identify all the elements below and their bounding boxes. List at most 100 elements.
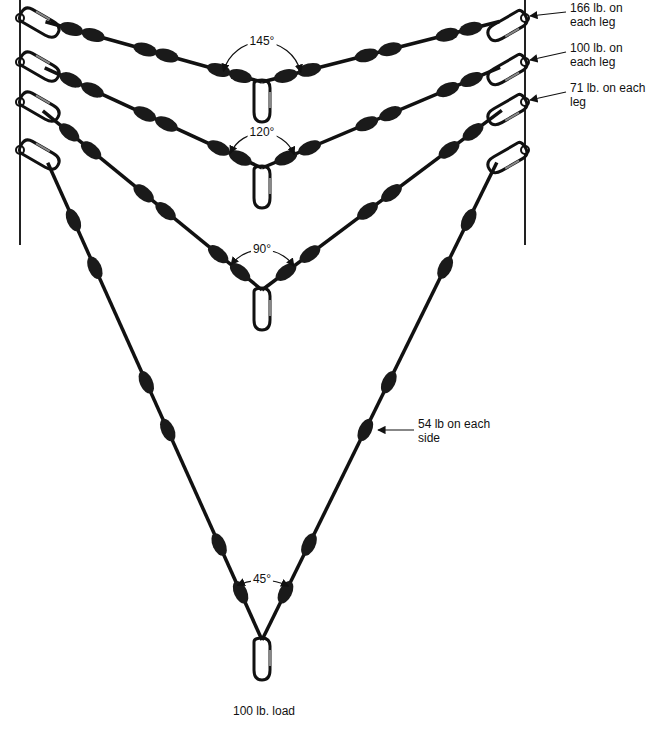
sling-stitching: [298, 531, 320, 558]
carabiner-body: [485, 93, 529, 128]
sling-leg: [262, 67, 500, 168]
carabiner-body: [18, 49, 62, 84]
right-wall: [524, 0, 526, 245]
sling-stitching: [458, 69, 485, 90]
left-wall: [19, 0, 21, 245]
sling-stitching: [274, 579, 296, 606]
sling: [16, 49, 529, 208]
sling-stitching: [56, 120, 83, 145]
sling-stitching: [458, 206, 480, 233]
carabiner-body: [254, 638, 270, 680]
sling-stitching: [434, 79, 461, 100]
sling: [16, 5, 529, 122]
sling-stitching: [152, 199, 179, 224]
sling-stitching: [227, 259, 254, 284]
sling-stitching: [84, 254, 106, 281]
leg-load-label: 71 lb. on each leg: [570, 82, 646, 110]
sling-stitching: [80, 26, 107, 45]
carabiner-gate: [36, 11, 50, 19]
anchor-carabiner: [18, 137, 62, 172]
carabiner-gate: [269, 300, 271, 316]
sling-stitching: [153, 113, 180, 135]
leader-arrow: [530, 12, 566, 16]
carabiner-gate: [269, 650, 271, 666]
carabiner-body: [485, 9, 529, 44]
sling-stitching: [354, 416, 376, 443]
carabiner-gate: [269, 92, 271, 108]
carabiner-gate: [505, 29, 519, 37]
sling-stitching: [132, 40, 159, 59]
sling: [16, 137, 529, 680]
anchor-carabiner: [18, 49, 62, 84]
leader-arrow: [530, 92, 566, 100]
load-carabiner: [254, 80, 270, 122]
sling-stitching: [377, 40, 403, 59]
angle-label: 45°: [251, 573, 273, 587]
carabiner-body: [254, 288, 270, 330]
carabiner-gate: [505, 73, 519, 81]
carabiner-gate: [36, 95, 50, 103]
sling-stitching: [205, 60, 232, 79]
carabiner-body: [254, 80, 270, 122]
angle-label: 120°: [248, 126, 277, 140]
leader-arrow: [530, 52, 566, 60]
carabiner-gate: [36, 55, 50, 63]
sling-stitching: [227, 147, 254, 169]
sling-stitching: [377, 103, 404, 124]
anchor-carabiner: [485, 93, 529, 128]
sling-leg: [262, 163, 497, 640]
angle-label: 145°: [248, 35, 277, 49]
carabiner-body: [254, 166, 270, 208]
sling-stitching: [57, 69, 84, 91]
sling-stitching: [273, 67, 299, 86]
sling-stitching: [230, 579, 252, 606]
sling-stitching: [78, 138, 105, 163]
sling-stitching: [272, 260, 299, 285]
carabiner-gate: [269, 178, 271, 194]
sling-stitching: [296, 137, 323, 158]
sling-stitching: [353, 46, 379, 65]
sling-stitching: [205, 242, 232, 267]
sling-stitching: [434, 254, 456, 281]
load-carabiner: [254, 638, 270, 680]
carabiner-gate: [36, 143, 50, 151]
sling-stitching: [157, 416, 179, 443]
sling: [16, 89, 529, 330]
sling-stitching: [460, 120, 487, 145]
sling-stitching: [436, 138, 463, 163]
anchor-carabiner: [485, 9, 529, 44]
sling-stitching: [58, 20, 85, 39]
sling-stitching: [153, 46, 180, 65]
sling-leg: [262, 110, 502, 290]
sling-stitching: [79, 79, 106, 101]
sling-stitching: [378, 181, 405, 206]
load-carabiner: [254, 288, 270, 330]
sling-stitching: [205, 137, 232, 159]
sling-stitching: [135, 369, 157, 396]
sling-leg: [48, 163, 262, 640]
sling-stitching: [208, 531, 230, 558]
leg-load-label: 100 lb. on each leg: [570, 42, 646, 70]
sling-stitching: [434, 26, 460, 45]
carabiner-body: [18, 137, 62, 172]
sling-leg: [43, 111, 262, 290]
sling-stitching: [131, 103, 158, 125]
sling-stitching: [296, 242, 323, 267]
load-label: 100 lb. load: [231, 705, 297, 719]
sling-stitching: [354, 199, 381, 224]
carabiner-gate: [505, 113, 519, 121]
leader-arrow: [378, 429, 414, 430]
angle-label: 90°: [251, 243, 273, 257]
sling-stitching: [378, 369, 400, 396]
leg-load-label: 166 lb. on each leg: [570, 2, 646, 30]
sling-stitching: [272, 147, 299, 168]
sling-stitching: [227, 66, 254, 85]
leg-load-label: 54 lb on each side: [418, 418, 494, 446]
sling-stitching: [130, 181, 157, 206]
sling-leg: [45, 68, 262, 168]
sling-stitching: [353, 113, 380, 134]
load-carabiner: [254, 166, 270, 208]
carabiner-gate: [505, 161, 519, 169]
